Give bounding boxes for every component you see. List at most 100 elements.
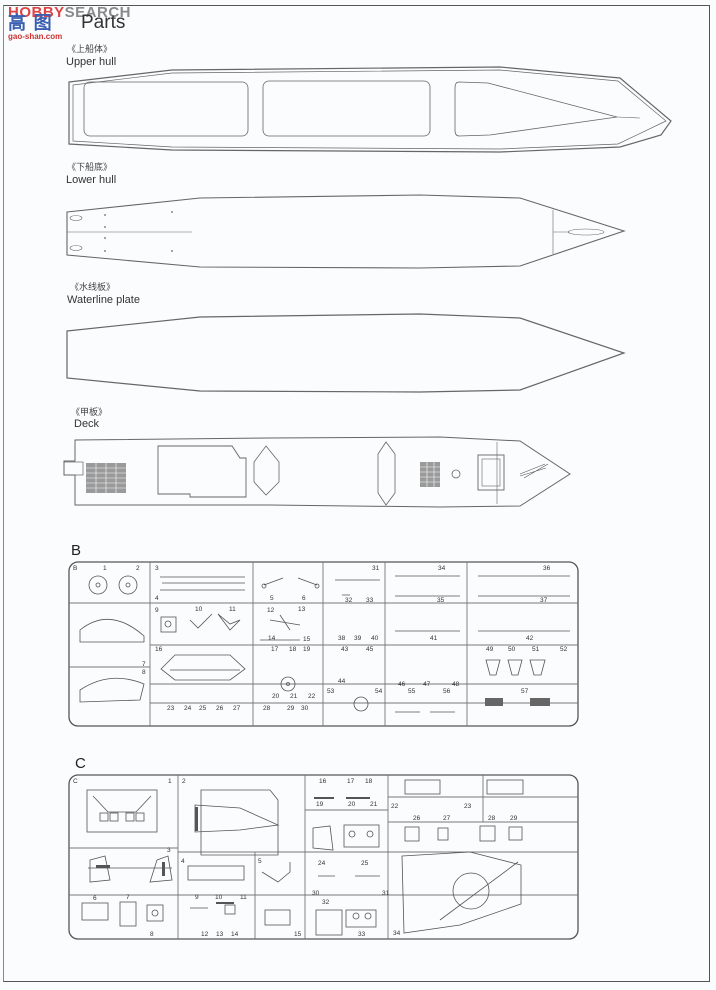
svg-text:52: 52 (560, 646, 568, 653)
svg-text:3: 3 (167, 847, 171, 854)
svg-text:18: 18 (289, 646, 297, 653)
svg-text:23: 23 (464, 803, 472, 810)
svg-text:15: 15 (303, 636, 311, 643)
svg-text:28: 28 (263, 705, 271, 712)
lower-hull-label-en: Lower hull (66, 174, 117, 186)
svg-text:8: 8 (150, 931, 154, 938)
svg-text:19: 19 (316, 801, 324, 808)
svg-text:48: 48 (452, 681, 460, 688)
svg-text:30: 30 (312, 890, 320, 897)
svg-text:13: 13 (298, 606, 306, 613)
svg-text:45: 45 (366, 646, 374, 653)
svg-text:23: 23 (167, 705, 175, 712)
svg-text:32: 32 (322, 899, 330, 906)
svg-text:51: 51 (532, 646, 540, 653)
svg-text:55: 55 (408, 688, 416, 695)
svg-text:44: 44 (338, 678, 346, 685)
svg-text:8: 8 (142, 669, 146, 676)
svg-text:37: 37 (540, 597, 548, 604)
lower-hull-label-cn: 《下船底》 (67, 162, 113, 172)
svg-text:2: 2 (136, 565, 140, 572)
waterline-label-cn: 《水线板》 (70, 282, 116, 292)
site-logo: 高 图 gao-shan.com (8, 13, 68, 41)
logo-chinese: 高 图 (8, 13, 54, 33)
svg-text:25: 25 (199, 705, 207, 712)
svg-text:18: 18 (365, 778, 373, 785)
deck-label-en: Deck (74, 418, 100, 430)
svg-text:24: 24 (318, 860, 326, 867)
svg-text:26: 26 (216, 705, 224, 712)
svg-text:11: 11 (229, 606, 236, 613)
svg-text:3: 3 (155, 565, 159, 572)
page-border (3, 5, 710, 982)
svg-text:14: 14 (231, 931, 239, 938)
svg-text:33: 33 (358, 931, 366, 938)
svg-text:34: 34 (438, 565, 446, 572)
watermark-text: HOBBYSEARCH (8, 4, 131, 21)
svg-text:9: 9 (155, 607, 159, 614)
svg-text:11: 11 (240, 894, 247, 901)
svg-text:4: 4 (155, 595, 159, 602)
svg-text:14: 14 (268, 635, 276, 642)
svg-text:12: 12 (201, 931, 209, 938)
svg-text:22: 22 (391, 803, 399, 810)
svg-text:21: 21 (290, 693, 298, 700)
page-title: Parts (81, 12, 126, 33)
svg-text:31: 31 (382, 890, 390, 897)
svg-text:10: 10 (215, 894, 223, 901)
svg-text:1: 1 (168, 778, 172, 785)
watermark-suffix: SEARCH (64, 4, 132, 21)
svg-text:15: 15 (294, 931, 302, 938)
svg-text:24: 24 (184, 705, 192, 712)
svg-text:47: 47 (423, 681, 431, 688)
waterline-label-en: Waterline plate (67, 294, 140, 306)
svg-text:12: 12 (267, 607, 275, 614)
svg-text:30: 30 (301, 705, 309, 712)
svg-text:17: 17 (347, 778, 355, 785)
deck-label-cn: 《甲板》 (71, 407, 108, 417)
svg-text:32: 32 (345, 597, 353, 604)
svg-text:43: 43 (341, 646, 349, 653)
svg-text:7: 7 (126, 894, 130, 901)
upper-hull-label-cn: 《上船体》 (67, 44, 113, 54)
svg-text:40: 40 (371, 635, 379, 642)
svg-text:39: 39 (354, 635, 362, 642)
svg-text:9: 9 (195, 894, 199, 901)
svg-text:35: 35 (437, 597, 445, 604)
svg-text:46: 46 (398, 681, 406, 688)
svg-text:13: 13 (216, 931, 224, 938)
svg-text:C: C (73, 778, 78, 785)
svg-text:22: 22 (308, 693, 316, 700)
svg-text:41: 41 (430, 635, 438, 642)
svg-text:29: 29 (287, 705, 295, 712)
svg-text:4: 4 (181, 858, 185, 865)
svg-text:6: 6 (93, 895, 97, 902)
svg-text:2: 2 (182, 778, 186, 785)
svg-text:B: B (73, 565, 77, 572)
svg-text:1: 1 (103, 565, 107, 572)
svg-text:10: 10 (195, 606, 203, 613)
svg-text:21: 21 (370, 801, 378, 808)
svg-text:50: 50 (508, 646, 516, 653)
svg-text:38: 38 (338, 635, 346, 642)
sprue-b-letter: B (71, 542, 82, 559)
svg-text:25: 25 (361, 860, 369, 867)
svg-text:20: 20 (348, 801, 356, 808)
svg-text:29: 29 (510, 815, 518, 822)
logo-url: gao-shan.com (8, 32, 63, 41)
svg-text:6: 6 (302, 595, 306, 602)
svg-text:19: 19 (303, 646, 311, 653)
svg-text:5: 5 (270, 595, 274, 602)
svg-text:54: 54 (375, 688, 383, 695)
svg-text:28: 28 (488, 815, 496, 822)
svg-text:49: 49 (486, 646, 494, 653)
svg-text:5: 5 (258, 858, 262, 865)
upper-hull-label-en: Upper hull (66, 56, 117, 68)
svg-text:36: 36 (543, 565, 551, 572)
svg-text:53: 53 (327, 688, 335, 695)
